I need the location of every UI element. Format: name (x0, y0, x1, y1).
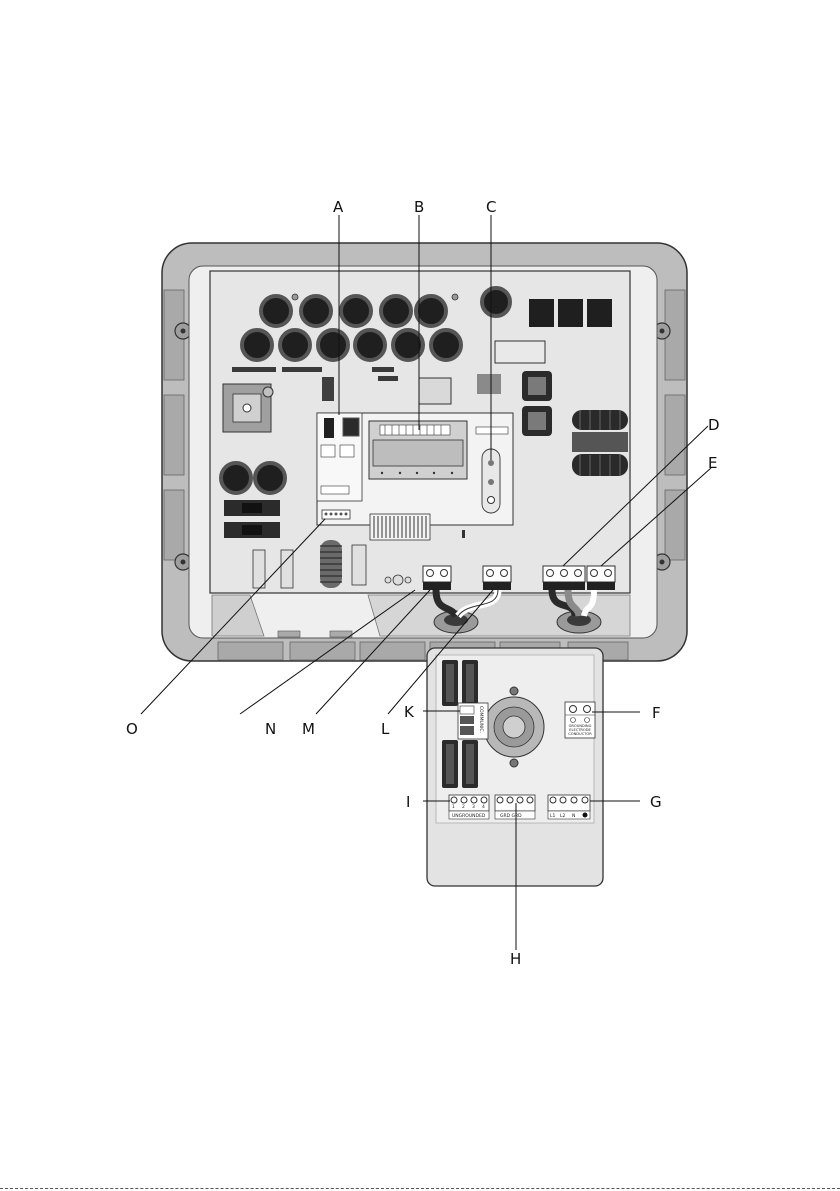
callout-m: M (302, 720, 315, 738)
callout-o: O (126, 720, 138, 738)
callout-c: C (486, 198, 496, 216)
page-bottom-rule (0, 1188, 840, 1189)
i-number-4: 4 (482, 804, 485, 810)
callout-i: I (406, 793, 410, 811)
connection-box: COMMUNIC. GROUNDING ELECTRODE CONDUCTOR … (427, 648, 603, 886)
g-label-l1: L1 (550, 813, 556, 819)
callout-n: N (265, 720, 276, 738)
callout-l: L (381, 720, 390, 738)
callout-f: F (652, 704, 661, 722)
f-block-label: GROUNDING ELECTRODE CONDUCTOR (565, 724, 595, 736)
h-block-label: GRD GRD (500, 813, 522, 819)
callout-e: E (708, 454, 717, 472)
callout-b: B (414, 198, 424, 216)
g-label-l2: L2 (560, 813, 566, 819)
callout-d: D (708, 416, 720, 434)
i-number-3: 3 (472, 804, 475, 810)
callout-g: G (650, 793, 662, 811)
main-circuit-board (210, 271, 630, 593)
f-block-label-wrap: GROUNDING ELECTRODE CONDUCTOR (565, 724, 595, 738)
callout-h: H (510, 950, 521, 968)
callout-k: K (404, 703, 415, 721)
g-label-n: N (572, 813, 575, 819)
i-number-1: 1 (452, 804, 455, 810)
i-block-label: UNGROUNDED (452, 813, 486, 819)
callout-a: A (333, 198, 344, 216)
i-number-2: 2 (462, 804, 465, 810)
k-block-label: COMMUNIC. (478, 706, 484, 733)
